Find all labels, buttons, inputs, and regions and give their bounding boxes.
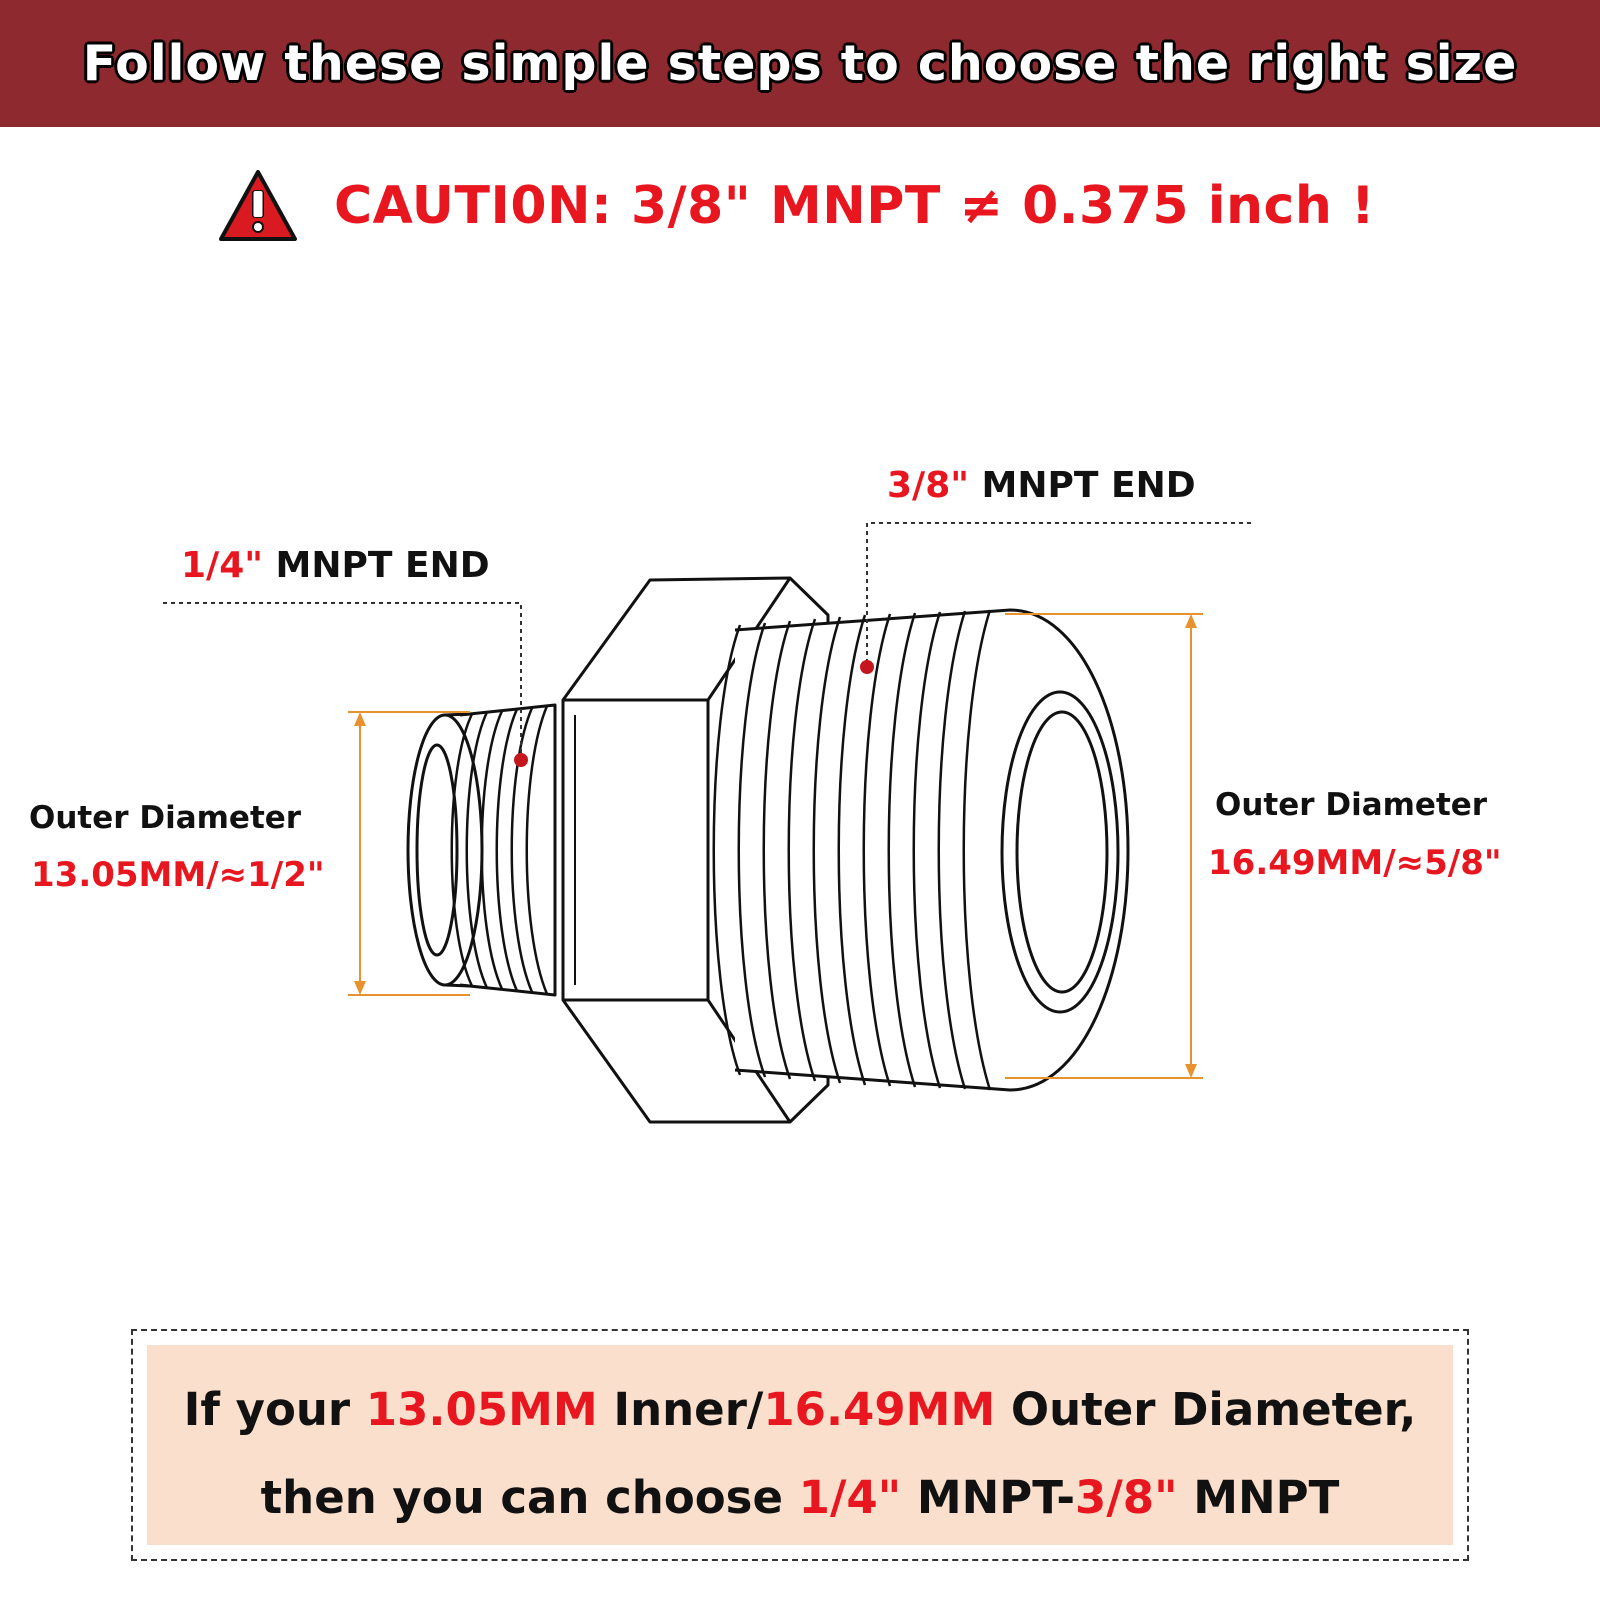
- header-title: Follow these simple steps to choose the …: [82, 34, 1518, 93]
- line1-part1: If your: [183, 1383, 366, 1436]
- caution-text: CAUTI0N: 3/8" MNPT ≠ 0.375 inch !: [334, 175, 1376, 236]
- line2-part3: MNPT: [1177, 1471, 1340, 1524]
- line2-part1: then you can choose: [260, 1471, 799, 1524]
- warning-icon: [219, 170, 297, 241]
- left-end-text: MNPT END: [263, 545, 490, 586]
- right-end-label: 3/8" MNPT END: [887, 465, 1196, 506]
- recommendation-line-1: If your 13.05MM Inner/16.49MM Outer Diam…: [147, 1383, 1453, 1436]
- right-dimension: [1005, 613, 1203, 1079]
- right-end-size: 3/8": [887, 465, 970, 506]
- line1-inner-value: 13.05MM: [365, 1383, 598, 1436]
- left-od-title: Outer Diameter: [29, 800, 302, 836]
- right-end-text: MNPT END: [969, 465, 1196, 506]
- left-od-value: 13.05MM/≈1/2": [31, 855, 325, 895]
- line2-size-2: 3/8": [1075, 1471, 1178, 1524]
- line1-part2: Inner/: [597, 1383, 764, 1436]
- right-end-marker: [860, 660, 874, 674]
- line2-size-1: 1/4": [798, 1471, 902, 1524]
- caution-line: CAUTI0N: 3/8" MNPT ≠ 0.375 inch !: [218, 168, 1375, 243]
- recommendation-line-2: then you can choose 1/4" MNPT-3/8" MNPT: [147, 1471, 1453, 1524]
- header-banner: Follow these simple steps to choose the …: [0, 0, 1600, 127]
- left-dimension: [348, 711, 470, 996]
- left-end-label: 1/4" MNPT END: [181, 545, 490, 586]
- right-od-value: 16.49MM/≈5/8": [1208, 843, 1502, 883]
- line1-part3: Outer Diameter,: [995, 1383, 1417, 1436]
- right-end-leader: [866, 522, 1251, 665]
- line2-part2: MNPT-: [901, 1471, 1076, 1524]
- left-end-size: 1/4": [181, 545, 264, 586]
- recommendation-panel: If your 13.05MM Inner/16.49MM Outer Diam…: [147, 1345, 1453, 1545]
- right-od-title: Outer Diameter: [1215, 787, 1488, 823]
- recommendation-box: If your 13.05MM Inner/16.49MM Outer Diam…: [131, 1329, 1469, 1561]
- left-end-marker: [514, 753, 528, 767]
- line1-outer-value: 16.49MM: [763, 1383, 996, 1436]
